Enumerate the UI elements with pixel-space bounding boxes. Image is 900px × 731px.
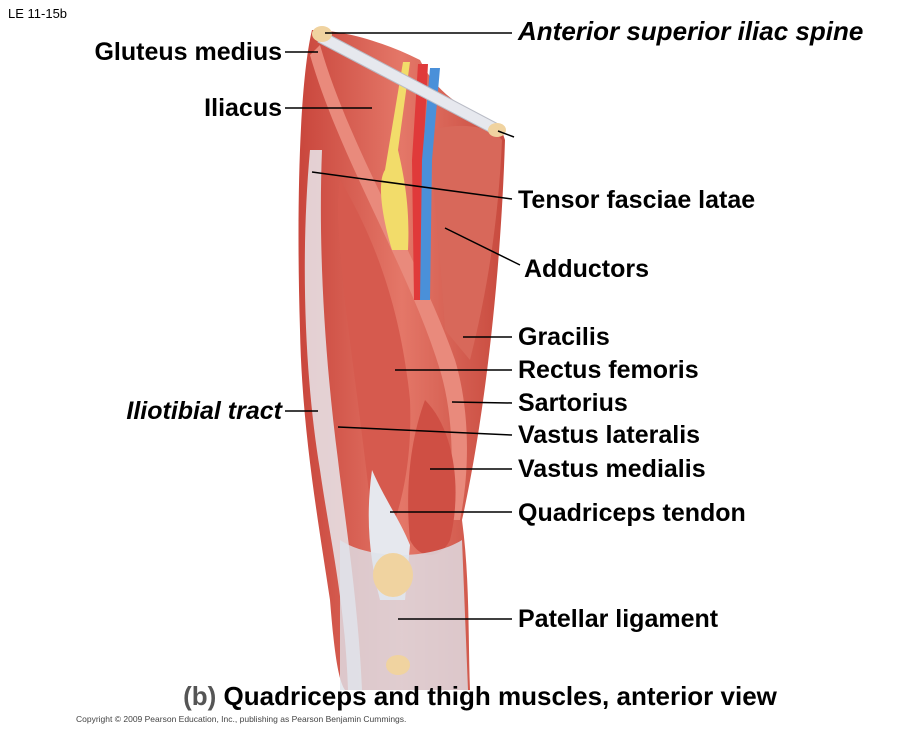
caption-text: Quadriceps and thigh muscles, anterior v… [223,681,777,711]
femoral-nerve [380,62,410,250]
copyright: Copyright © 2009 Pearson Education, Inc.… [76,714,407,724]
femoral-artery [412,64,428,300]
sartorius-muscle [310,45,467,520]
asis-bone [312,26,332,42]
patella [373,553,413,597]
leader-lines [285,32,521,620]
figure-id: LE 11-15b [8,6,68,21]
label-adductors: Adductors [524,255,649,283]
label-quadriceps-tendon: Quadriceps tendon [518,499,746,527]
label-gracilis: Gracilis [518,323,610,351]
label-vastus-medialis: Vastus medialis [518,455,706,483]
label-patellar-ligament: Patellar ligament [518,605,719,633]
adductor-muscles [430,125,502,360]
label-sartorius: Sartorius [518,389,628,417]
tibial-tuberosity [386,655,410,675]
label-gluteus-medius: Gluteus medius [94,38,282,66]
femoral-vein [420,68,440,300]
vastus-medialis-muscle [408,400,456,555]
caption-part: (b) [183,681,217,711]
knee-tendon [340,540,468,690]
label-iliacus: Iliacus [204,94,282,122]
pubic-tubercle [488,123,506,137]
label-iliotibial-tract: Iliotibial tract [126,397,282,425]
rectus-femoris-muscle [337,180,411,520]
label-rectus-femoris: Rectus femoris [518,356,699,384]
label-vastus-lateralis: Vastus lateralis [518,421,701,449]
label-asis: Anterior superior iliac spine [518,16,864,46]
label-tensor-fasciae-latae: Tensor fasciae latae [518,186,756,214]
figure-caption: (b) Quadriceps and thigh muscles, anteri… [0,681,900,712]
